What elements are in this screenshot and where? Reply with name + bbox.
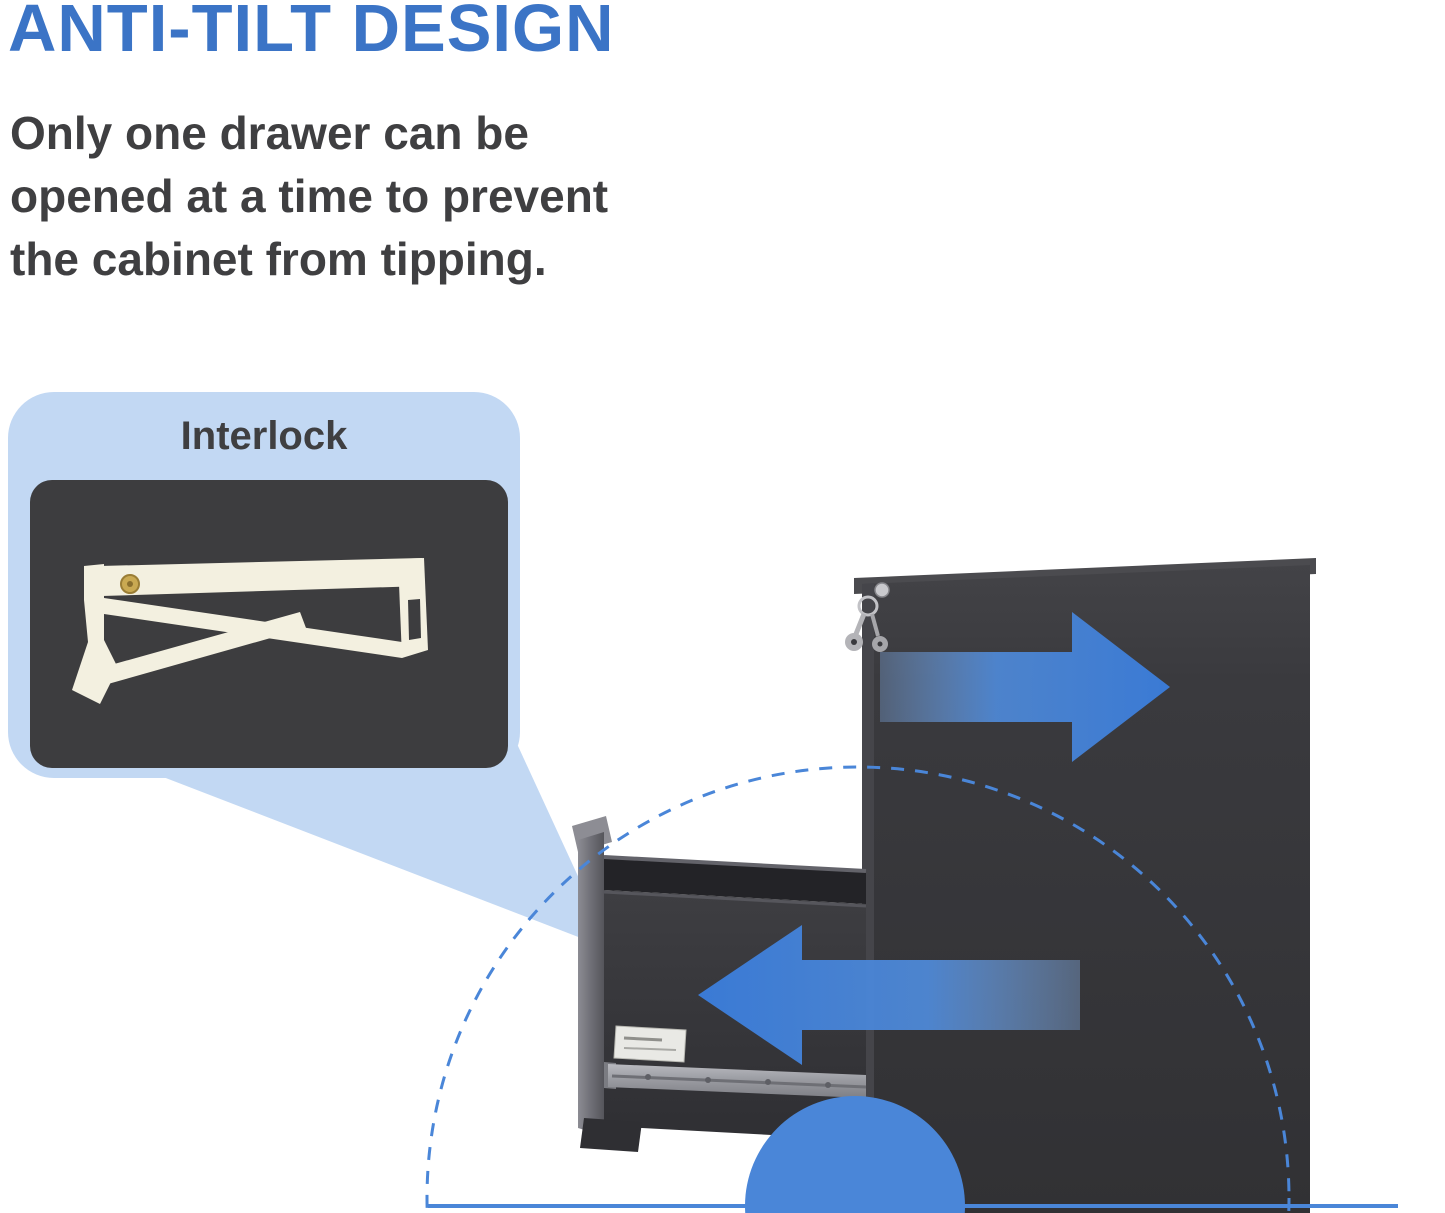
arrow-left-icon xyxy=(698,925,1080,1065)
rail-rivet-2 xyxy=(705,1077,711,1083)
drawer-label-mark-2 xyxy=(623,1047,677,1051)
page-title: ANTI-TILT DESIGN xyxy=(8,0,615,66)
key-hole-2 xyxy=(877,641,883,647)
rail-rivet-1 xyxy=(645,1074,651,1080)
description: Only one drawer can be opened at a time … xyxy=(10,102,608,291)
lock-cylinder xyxy=(874,582,890,598)
arrow-right-icon xyxy=(880,612,1170,762)
rail-rivet-3 xyxy=(765,1079,771,1085)
callout-pointer xyxy=(145,746,612,950)
drawer-foot xyxy=(580,1118,642,1152)
interlock-part xyxy=(72,558,428,704)
pivot-point-icon xyxy=(745,1096,965,1213)
drawer-rim-front xyxy=(603,890,867,908)
description-line-3: the cabinet from tipping. xyxy=(10,233,547,285)
cabinet-body xyxy=(862,565,1310,1213)
rail-rivet-4 xyxy=(825,1082,831,1088)
key-ring xyxy=(857,595,879,617)
description-line-1: Only one drawer can be xyxy=(10,107,529,159)
key-shaft-2 xyxy=(870,613,880,637)
drawer-label-mark-1 xyxy=(623,1036,663,1042)
drawer-rim-back xyxy=(603,855,867,873)
interlock-slot xyxy=(408,599,421,640)
slide-rail-groove xyxy=(611,1074,867,1089)
key-hole-1 xyxy=(851,639,857,645)
rotation-path-dashed-circle xyxy=(425,765,1291,1213)
description-line-2: opened at a time to prevent xyxy=(10,170,609,222)
callout-label: Interlock xyxy=(180,414,348,458)
file-cabinet xyxy=(845,558,1316,1213)
key-shaft-1 xyxy=(853,613,867,635)
interlock-top-bar xyxy=(100,558,424,596)
key-icon xyxy=(845,582,890,652)
drawer-front-edge xyxy=(578,832,604,1136)
interlock-rib-2 xyxy=(100,612,306,684)
drawer-label xyxy=(613,1025,687,1063)
interlock-screw-center xyxy=(127,581,133,587)
